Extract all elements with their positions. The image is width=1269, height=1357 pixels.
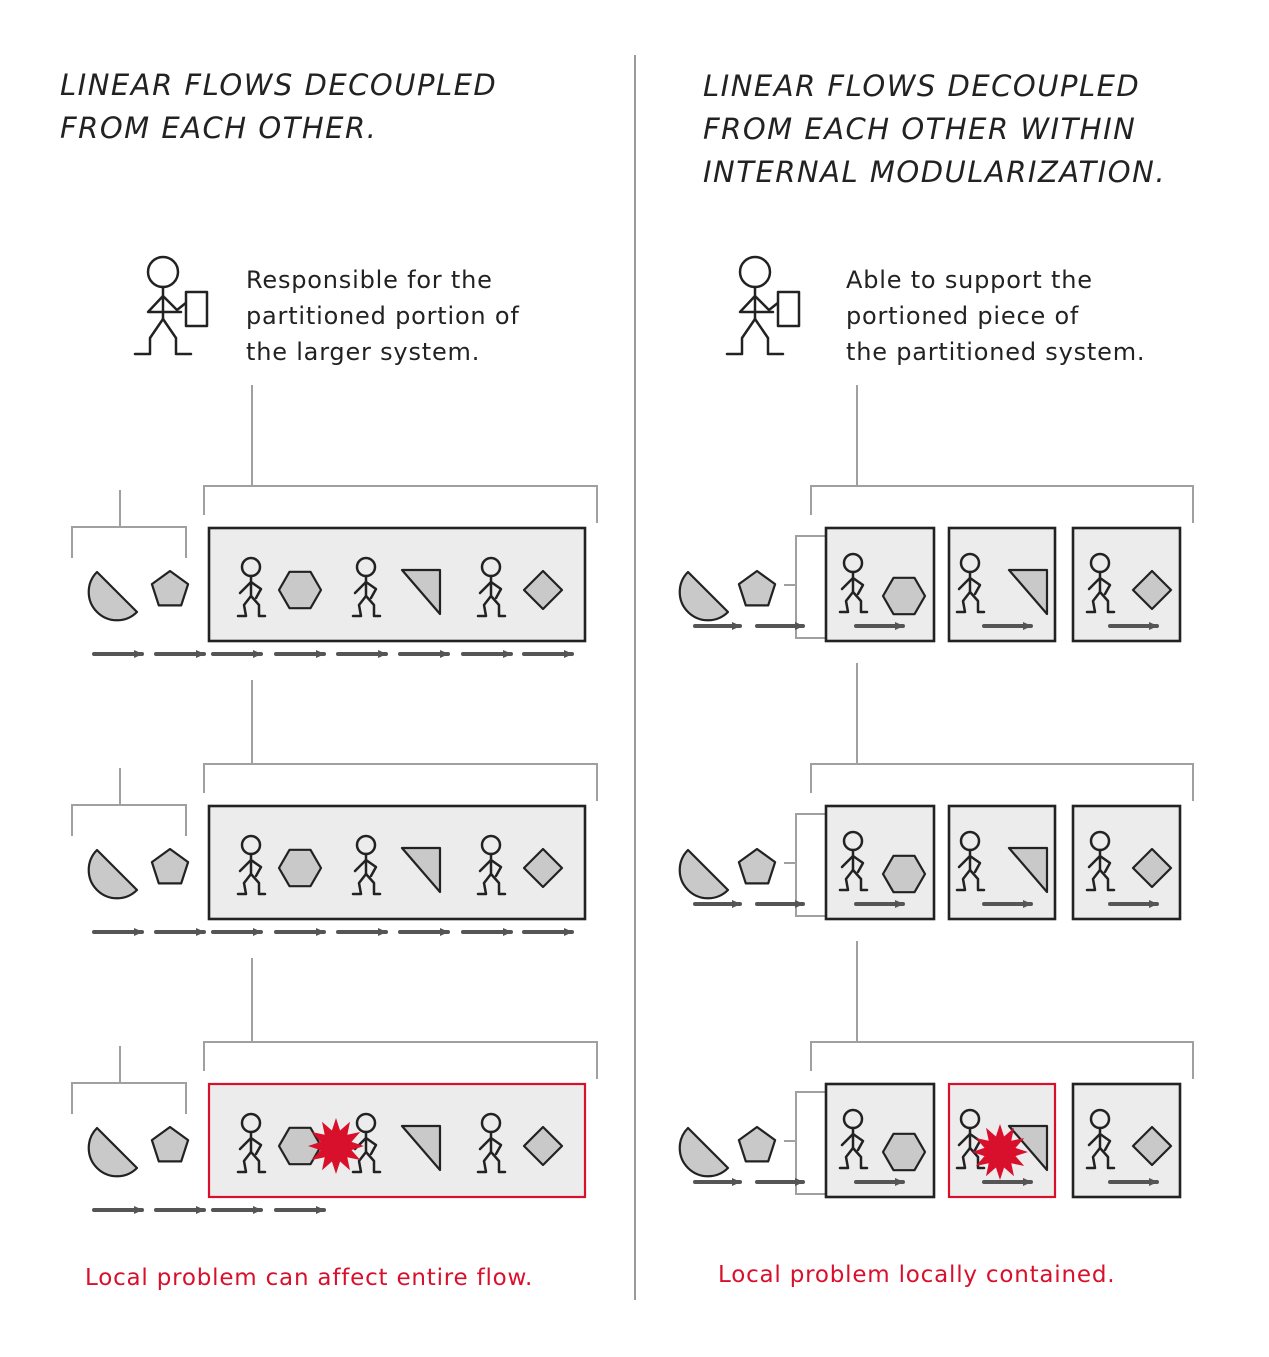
pentagon-icon <box>150 1125 190 1163</box>
left-title: LINEAR FLOWS DECOUPLED FROM EACH OTHER. <box>60 68 498 145</box>
bracket-line <box>795 813 826 917</box>
triangle-icon <box>400 568 442 616</box>
diamond-icon <box>1131 847 1173 889</box>
pentagon-icon <box>150 847 190 885</box>
left-owner-figure-icon <box>133 255 209 356</box>
bracket-line <box>795 535 826 639</box>
problem-module-box <box>207 1082 587 1199</box>
diamond-icon <box>1131 1125 1173 1167</box>
bracket-line <box>71 804 187 836</box>
triangle-icon <box>1007 568 1049 616</box>
bracket-line <box>810 1041 1194 1079</box>
half-circle-icon <box>87 570 139 622</box>
left-note: Responsible for the partitioned portion … <box>246 266 520 366</box>
right-title: LINEAR FLOWS DECOUPLED FROM EACH OTHER W… <box>703 69 1167 189</box>
hexagon-icon <box>881 854 927 894</box>
pentagon-icon <box>737 847 777 885</box>
triangle-icon <box>1007 1124 1049 1172</box>
right-owner-figure-icon <box>725 255 801 356</box>
bracket-line <box>71 1082 187 1114</box>
bracket-line <box>810 763 1194 801</box>
burst-icon <box>972 1124 1028 1180</box>
triangle-icon <box>1007 846 1049 894</box>
half-circle-icon <box>678 570 730 622</box>
hexagon-icon <box>881 1132 927 1172</box>
diamond-icon <box>1131 569 1173 611</box>
diamond-icon <box>522 569 564 611</box>
triangle-icon <box>400 846 442 894</box>
bracket-line <box>203 485 598 523</box>
module-box <box>207 526 587 643</box>
module-box <box>207 804 587 921</box>
half-circle-icon <box>678 1126 730 1178</box>
hexagon-icon <box>277 1126 323 1166</box>
bracket-line <box>203 763 598 801</box>
half-circle-icon <box>87 848 139 900</box>
bracket-line <box>71 526 187 558</box>
bracket-line <box>810 485 1194 523</box>
bracket-line <box>203 1041 598 1079</box>
burst-icon <box>308 1118 364 1174</box>
hexagon-icon <box>881 576 927 616</box>
hexagon-icon <box>277 570 323 610</box>
right-note: Able to support the portioned piece of t… <box>846 266 1146 366</box>
pentagon-icon <box>150 569 190 607</box>
bracket-line <box>795 1091 826 1195</box>
right-caption: Local problem locally contained. <box>718 1262 1116 1288</box>
triangle-icon <box>400 1124 442 1172</box>
half-circle-icon <box>87 1126 139 1178</box>
half-circle-icon <box>678 848 730 900</box>
hexagon-icon <box>277 848 323 888</box>
diamond-icon <box>522 847 564 889</box>
pentagon-icon <box>737 1125 777 1163</box>
pentagon-icon <box>737 569 777 607</box>
diamond-icon <box>522 1125 564 1167</box>
left-caption: Local problem can affect entire flow. <box>85 1265 534 1291</box>
